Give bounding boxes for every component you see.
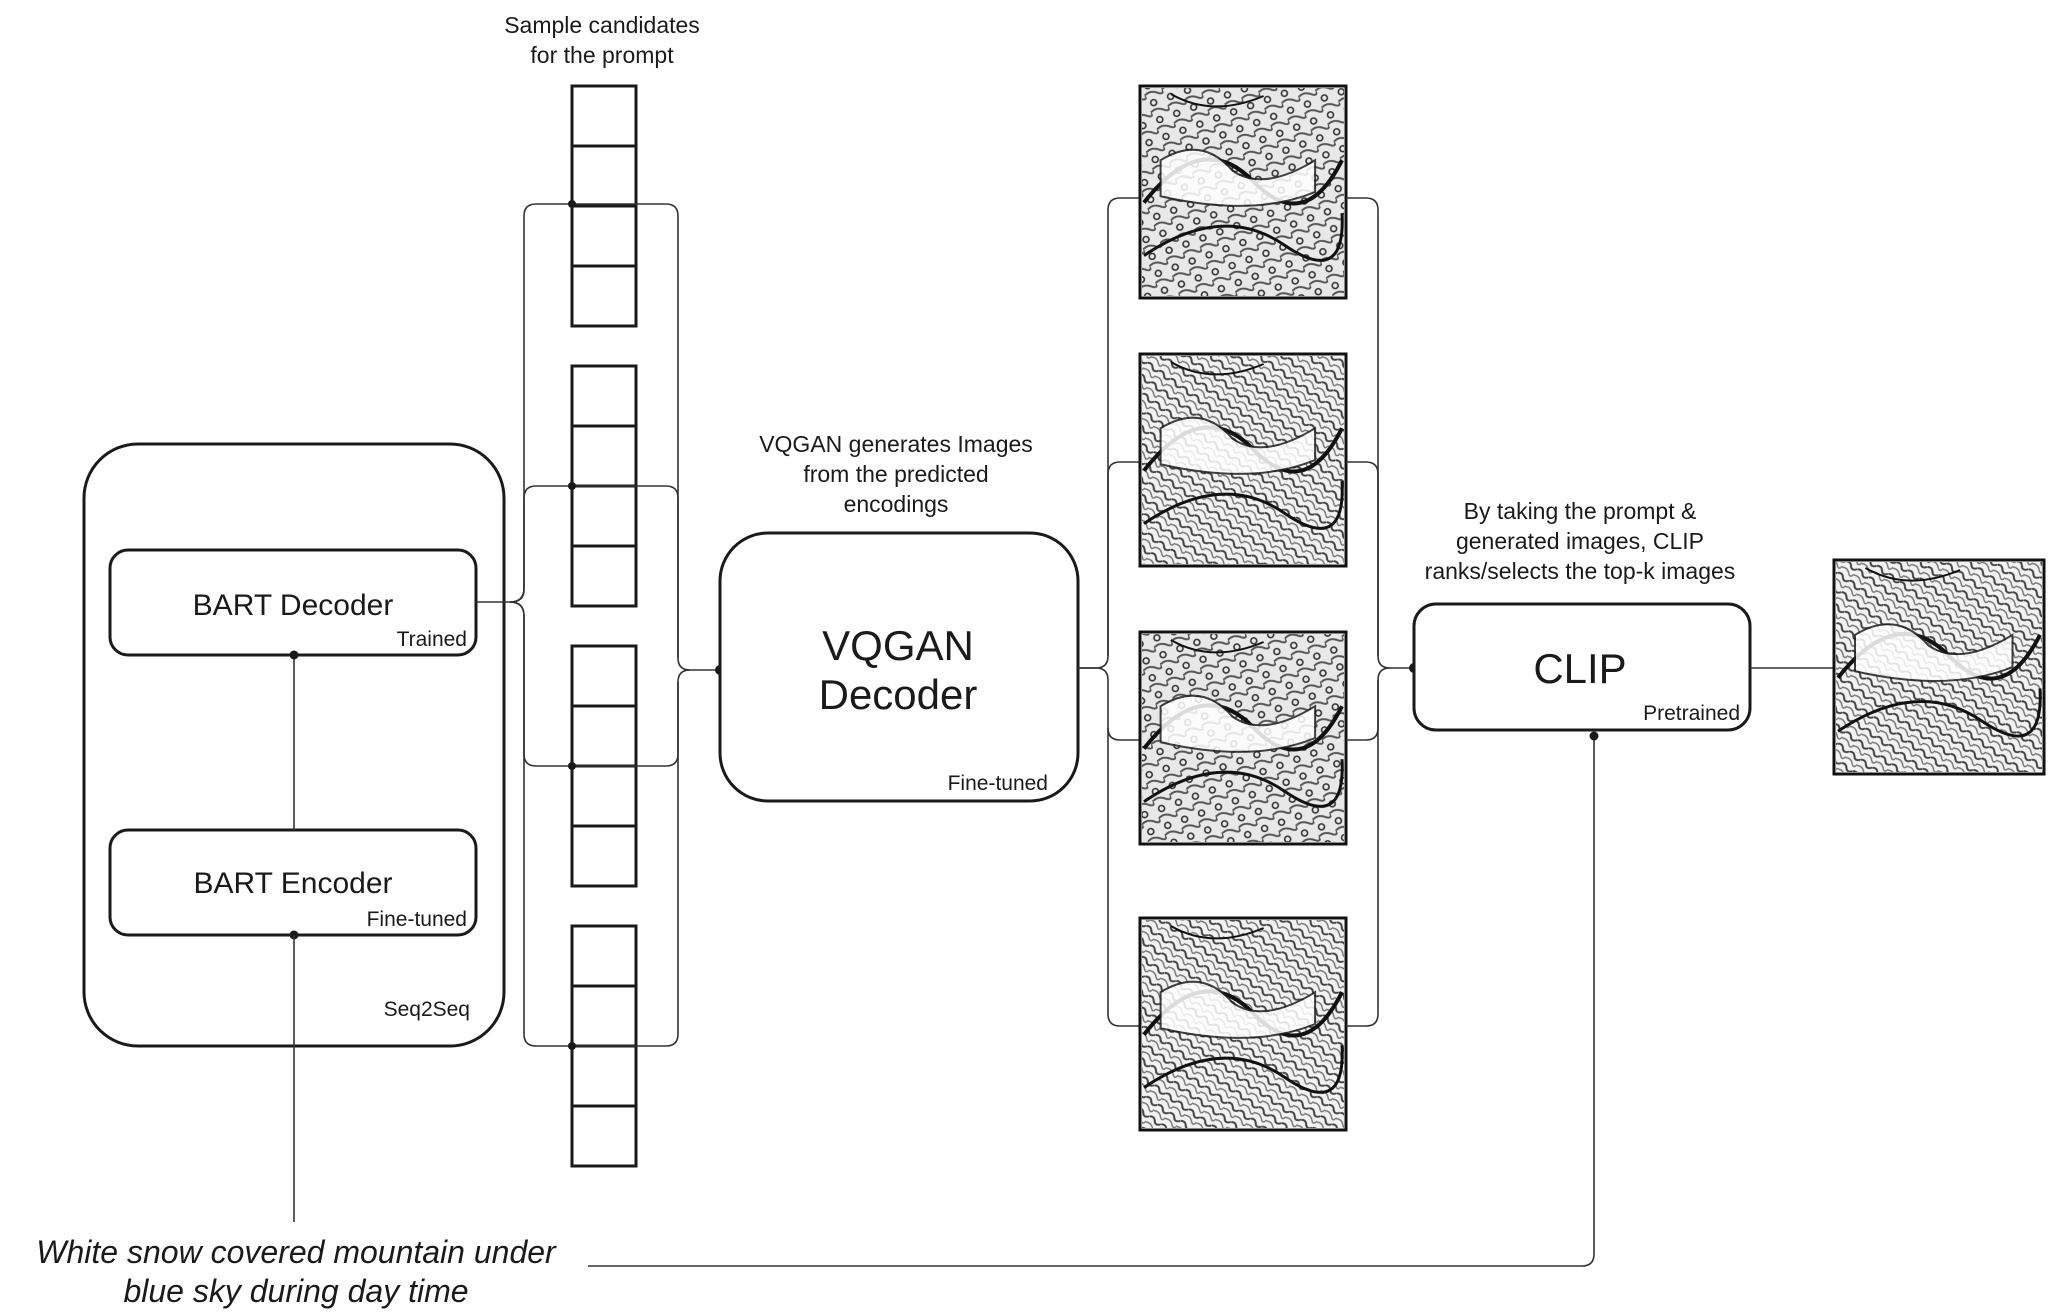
candidate-cell [570, 84, 638, 148]
clip-caption-line2: generated images, CLIP [1456, 528, 1704, 554]
candidate-cell [570, 824, 638, 888]
decoder-fanout-wires [476, 203, 572, 1047]
prompt-text-line2: blue sky during day time [123, 1273, 468, 1309]
seq2seq-label: Seq2Seq [384, 998, 470, 1021]
bart-encoder-title: BART Encoder [194, 867, 393, 900]
vqgan-tag: Fine-tuned [948, 772, 1048, 795]
candidate-cell [570, 644, 638, 708]
candidate-cell [570, 704, 638, 768]
sample-candidates-title: Sample candidates [504, 12, 700, 38]
selected-image [1832, 558, 2046, 776]
vqgan-output-wires [1078, 197, 1140, 1027]
bart-decoder-title: BART Decoder [193, 589, 394, 622]
clip-caption-line3: ranks/selects the top-k images [1425, 558, 1736, 584]
candidate-cell [570, 1104, 638, 1168]
prompt-to-clip-wire [588, 738, 1595, 1267]
prompt-text: White snow covered mountain under [36, 1234, 557, 1270]
clip-tag: Pretrained [1643, 702, 1740, 725]
candidate-cell [570, 364, 638, 428]
candidate-cell [570, 764, 638, 828]
vqgan-caption-line3: encodings [844, 491, 949, 517]
clip-title: CLIP [1533, 645, 1626, 692]
top-k-image [1832, 558, 2046, 776]
candidate-cell [570, 544, 638, 608]
candidate-cell [570, 204, 638, 268]
generated-image-2 [1138, 352, 1348, 568]
generated-image-3 [1138, 630, 1348, 846]
sample-candidates-title-line2: for the prompt [530, 42, 674, 68]
candidate-cell [570, 1044, 638, 1108]
candidate-cell [570, 484, 638, 548]
generated-image-4 [1138, 916, 1348, 1132]
bart-decoder-tag: Trained [397, 628, 467, 651]
candidate-fanin-wires [572, 203, 718, 1047]
bart-encoder-tag: Fine-tuned [367, 908, 467, 931]
vqgan-title-line2: Decoder [819, 671, 978, 718]
vqgan-title: VQGAN [822, 622, 974, 669]
candidate-tap-4 [568, 1042, 576, 1050]
candidate-tap-3 [568, 762, 576, 770]
candidate-cell [570, 984, 638, 1048]
candidate-columns [570, 84, 638, 1168]
generated-image-1 [1138, 84, 1348, 300]
clip-prompt-port [1589, 731, 1599, 741]
candidate-cell [570, 424, 638, 488]
candidate-tap-1 [568, 200, 576, 208]
candidate-cell [570, 264, 638, 328]
vqgan-caption-line2: from the predicted [803, 461, 988, 487]
vqgan-caption: VQGAN generates Images [759, 431, 1033, 457]
clip-caption: By taking the prompt & [1464, 498, 1697, 524]
vqgan-decoder-box [718, 531, 1080, 803]
images-to-clip-wires [1346, 197, 1414, 1027]
candidate-cell [570, 924, 638, 988]
candidate-tap-2 [568, 482, 576, 490]
generated-images [1138, 84, 1348, 1132]
clip-box [1412, 602, 1752, 732]
decoder-port [289, 650, 299, 660]
candidate-cell [570, 144, 638, 208]
